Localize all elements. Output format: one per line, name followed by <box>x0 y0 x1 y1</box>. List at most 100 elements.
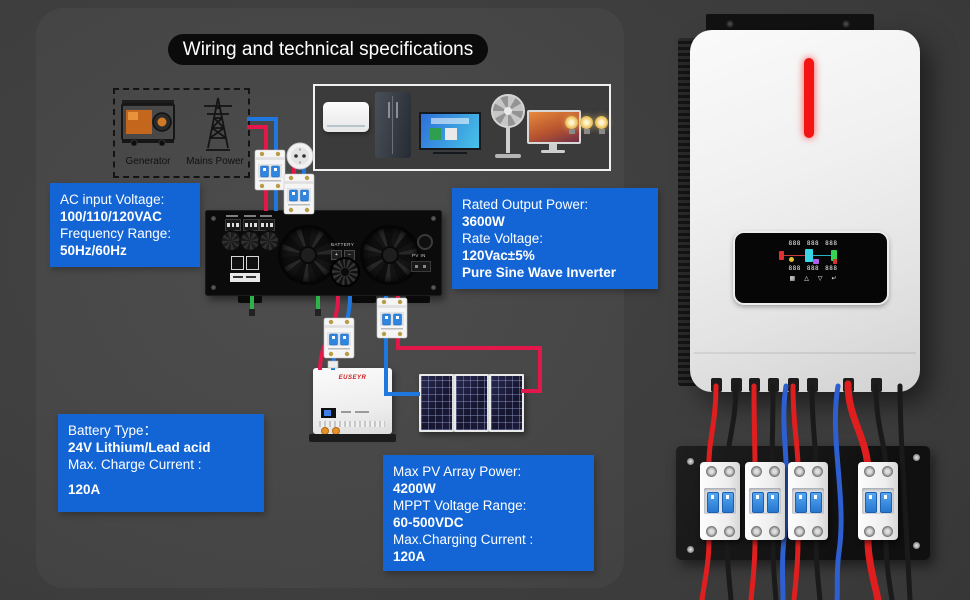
air-conditioner-icon <box>323 102 369 132</box>
pv-connector <box>411 261 431 272</box>
lcd-battery-icon <box>813 259 819 264</box>
plate-screw <box>687 458 694 465</box>
bulb-base <box>598 129 605 134</box>
cable-gland <box>731 378 742 392</box>
spec-line: Pure Sine Wave Inverter <box>462 265 617 280</box>
bracket-screw <box>842 20 850 28</box>
cable-gland <box>871 378 882 392</box>
bulb-icon <box>580 116 593 136</box>
spec-line: MPPT Voltage Range: <box>393 498 527 513</box>
inverter-display: 888 888 888 888 888 888 ▦ △ ▽ ↵ <box>733 231 889 305</box>
panel-screw <box>211 285 216 290</box>
tv-content3 <box>431 118 469 124</box>
spec-line: 24V Lithium/Lead acid <box>68 440 211 455</box>
circuit-breaker <box>858 462 898 540</box>
battery-unit: EUSEYR <box>313 368 392 435</box>
cable-gland <box>788 378 799 392</box>
port-label-mark <box>260 215 272 217</box>
lcd-digit-group: 888 <box>806 240 820 247</box>
spec-line: 100/110/120VAC <box>60 209 162 224</box>
pv-pin <box>415 264 418 268</box>
fan-icon <box>491 94 525 160</box>
breaker-toggle <box>767 492 779 513</box>
body-seam <box>694 352 916 354</box>
breaker-terminal-screw <box>706 466 717 477</box>
fan-base <box>495 154 521 158</box>
battery-label-mark <box>341 411 351 413</box>
breaker-terminal-screw <box>794 466 805 477</box>
spec-box-battery: Battery Type： 24V Lithium/Lead acid Max.… <box>58 414 264 512</box>
led-status-stripe <box>804 58 814 138</box>
fridge-seam <box>392 96 393 154</box>
fridge-handle <box>388 102 390 118</box>
fan-pole <box>506 127 510 153</box>
circuit-breaker <box>788 462 828 540</box>
pv-pin <box>423 264 426 268</box>
spec-line: AC input Voltage: <box>60 192 165 207</box>
tv-stand <box>433 152 467 154</box>
lcd-flow-graphic <box>773 247 853 265</box>
appliance-box <box>313 84 611 171</box>
spec-line: Max. Charge Current : <box>68 457 202 472</box>
spec-line: 50Hz/60Hz <box>60 243 127 258</box>
bracket-screw <box>726 20 734 28</box>
panel-screw <box>431 216 436 221</box>
power-tower-icon <box>204 97 232 151</box>
spec-box-rated-output: Rated Output Power: 3600W Rate Voltage: … <box>452 188 658 289</box>
circuit-breaker <box>700 462 740 540</box>
lcd-digit-group: 888 <box>825 265 838 272</box>
breaker-toggle <box>707 492 719 513</box>
breaker-terminal-screw <box>769 526 780 537</box>
spec-box-pv: Max PV Array Power: 4200W MPPT Voltage R… <box>383 455 594 571</box>
cable-gland <box>843 378 854 392</box>
monitor-stand <box>549 144 557 150</box>
bulb-glass <box>565 116 578 129</box>
enter-touch-icon: ↵ <box>831 276 837 282</box>
up-touch-icon: △ <box>804 276 809 282</box>
breaker-terminal-screw <box>724 526 735 537</box>
battery-vent <box>319 421 385 427</box>
lcd-digits-bottom: 888 888 888 <box>773 265 853 272</box>
page-title: Wiring and technical specifications <box>168 34 488 65</box>
plate-mark <box>233 276 243 278</box>
spec-line: 4200W <box>393 481 436 496</box>
bulb-base <box>583 129 590 134</box>
breaker-terminal-screw <box>882 526 893 537</box>
spec-box-ac-input: AC input Voltage: 100/110/120VAC Frequen… <box>50 183 200 267</box>
lcd-alarm-icon <box>833 259 837 264</box>
lcd-flow-line <box>813 255 831 256</box>
breaker-terminal-screw <box>769 466 780 477</box>
breaker-terminal-screw <box>864 466 875 477</box>
breaker-terminal-screw <box>751 466 762 477</box>
plate-screw <box>913 542 920 549</box>
cooling-fan <box>278 225 338 285</box>
spec-line: Max PV Array Power: <box>393 464 522 479</box>
port-label-mark <box>226 215 238 217</box>
aux-round-port <box>417 234 433 250</box>
breaker-terminal-screw <box>706 526 717 537</box>
down-touch-icon: ▽ <box>817 276 823 282</box>
breaker-terminal-screw <box>812 466 823 477</box>
solar-panel <box>489 374 524 432</box>
fan-hub <box>504 107 512 115</box>
port-label-plate <box>230 273 260 282</box>
spec-line: Max.Charging Current : <box>393 532 534 547</box>
breaker-terminal-screw <box>751 526 762 537</box>
plate-mark <box>246 276 256 278</box>
ac-terminal-block <box>259 219 275 231</box>
pv-port-label: PV IN <box>412 253 426 258</box>
circuit-breaker <box>745 462 785 540</box>
panel-screw <box>431 285 436 290</box>
breaker-terminal-screw <box>864 526 875 537</box>
lcd-inverter-icon <box>805 249 813 262</box>
breaker-toggle <box>865 492 877 513</box>
bulb-glass <box>595 116 608 129</box>
generator-label: Generator <box>125 156 171 167</box>
spec-line: Rate Voltage: <box>462 231 544 246</box>
lcd-digit-group: 888 <box>825 240 838 247</box>
inverter-foot <box>238 296 262 303</box>
bulb-icon <box>565 116 578 136</box>
spec-line: 60-500VDC <box>393 515 464 530</box>
spec-line: 120Vac±5% <box>462 248 535 263</box>
port-label-mark <box>244 215 256 217</box>
